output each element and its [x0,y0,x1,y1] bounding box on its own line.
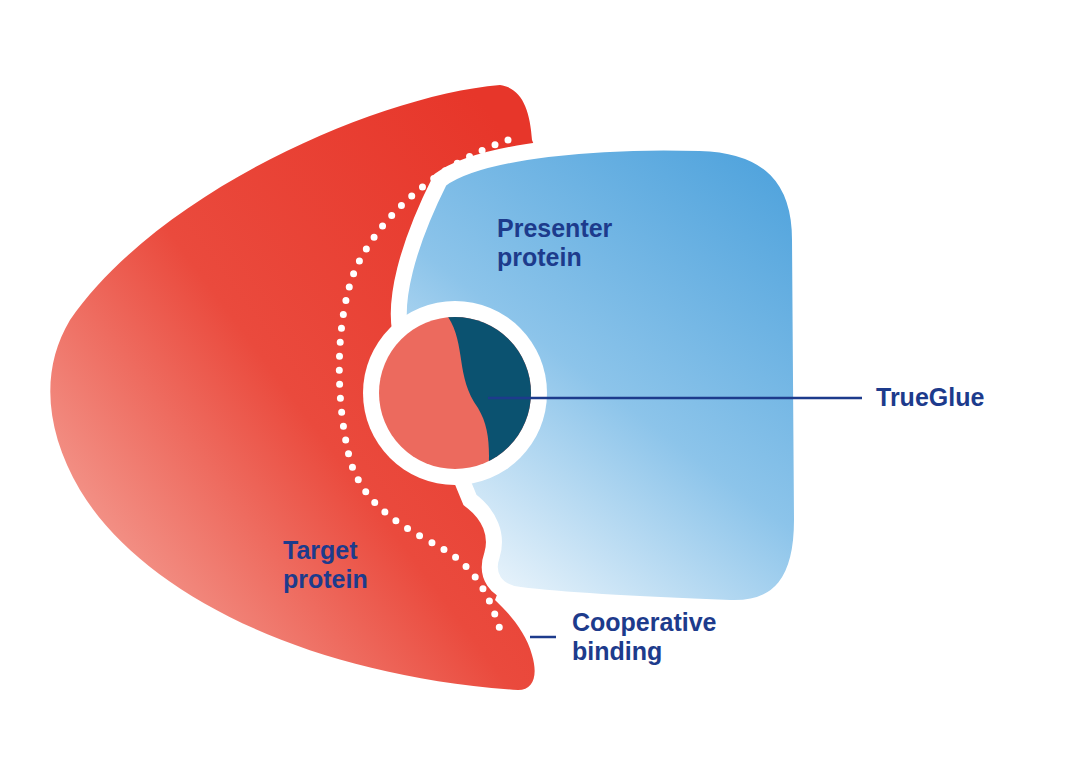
callout-label: Cooperative binding [572,608,752,666]
protein-label: Presenter protein [497,214,647,272]
leader-line [488,397,862,400]
leader-line [530,636,556,639]
glue-presenter-half [438,305,560,480]
protein-label: Target protein [283,536,403,594]
component-label: TrueGlue [876,383,1066,412]
protein-shape [50,85,560,690]
